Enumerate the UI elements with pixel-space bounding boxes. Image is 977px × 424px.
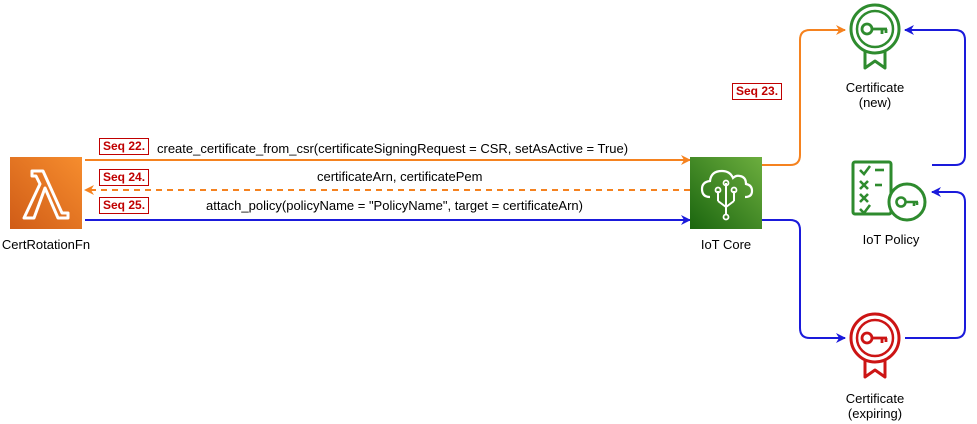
certificate-icon xyxy=(849,3,901,70)
seq24-tag: Seq 24. xyxy=(99,169,150,186)
lambda-label: CertRotationFn xyxy=(1,237,91,252)
edge-policy-to-new xyxy=(904,25,966,166)
cert-new-label-line2: (new) xyxy=(858,95,892,110)
seq25-label: attach_policy(policyName = "PolicyName",… xyxy=(206,198,583,213)
iot-policy-node xyxy=(850,160,930,222)
cert-expiring-node xyxy=(845,311,905,383)
certificate-icon xyxy=(849,312,901,379)
edge-seq23-arrow xyxy=(762,25,846,166)
iot-policy-label: IoT Policy xyxy=(862,232,920,247)
edge-expiring-to-policy xyxy=(905,187,966,339)
cert-new-node xyxy=(845,2,905,74)
seq22-label: create_certificate_from_csr(certificateS… xyxy=(157,141,629,156)
iot-core-icon xyxy=(690,157,762,229)
cert-expiring-label-line2: (expiring) xyxy=(847,406,903,421)
edge-iotcore-to-expiring xyxy=(762,219,846,343)
seq25-tag: Seq 25. xyxy=(99,197,150,214)
lambda-icon xyxy=(10,157,82,229)
lambda-node xyxy=(10,157,82,229)
policy-icon xyxy=(851,160,927,222)
cert-expiring-label-line1: Certificate xyxy=(845,391,905,406)
seq22-tag: Seq 22. xyxy=(99,138,150,155)
cert-new-label-line1: Certificate xyxy=(845,80,905,95)
seq23-tag: Seq 23. xyxy=(732,83,783,100)
iot-core-node xyxy=(690,157,762,229)
seq24-label: certificateArn, certificatePem xyxy=(317,169,483,184)
iot-core-label: IoT Core xyxy=(700,237,752,252)
